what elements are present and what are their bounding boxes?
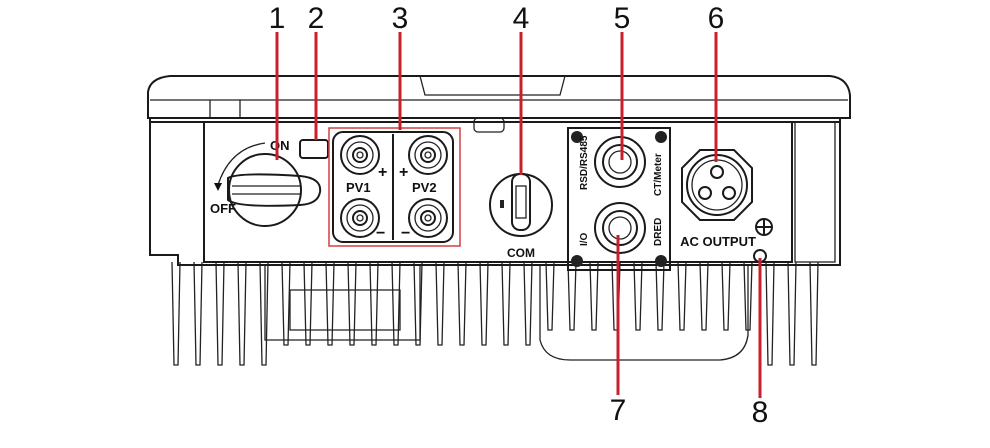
callout-number-6: 6	[708, 2, 725, 35]
fin	[259, 261, 269, 366]
pv-connector[interactable]	[408, 198, 448, 238]
ground-terminal[interactable]	[753, 218, 773, 263]
rsd-rs485-gland[interactable]	[594, 136, 646, 188]
callout-number-5: 5	[614, 2, 631, 35]
fin	[699, 261, 709, 331]
pv2-label: PV2	[412, 180, 437, 195]
fin	[171, 261, 181, 366]
fin	[413, 261, 423, 346]
fin	[655, 261, 665, 331]
ac-output-label: AC OUTPUT	[680, 234, 756, 249]
dc-switch[interactable]: ON OFF	[210, 138, 322, 227]
callout-number-8: 8	[752, 396, 769, 429]
latch	[299, 139, 329, 159]
fin	[281, 261, 291, 346]
fin	[787, 261, 797, 366]
callout-number-3: 3	[392, 2, 409, 35]
callout-number-1: 1	[269, 2, 286, 35]
dred-label: DRED	[653, 218, 664, 246]
fin	[721, 261, 731, 331]
fin	[435, 261, 445, 346]
pv-connector[interactable]	[340, 135, 380, 175]
fin	[215, 261, 225, 366]
ac-output-connector[interactable]: AC OUTPUT	[680, 149, 756, 249]
callout-number-2: 2	[308, 2, 325, 35]
pv-connector[interactable]	[408, 135, 448, 175]
fin	[501, 261, 511, 346]
fin	[193, 261, 203, 366]
fin	[567, 261, 577, 331]
pv2-minus: −	[401, 225, 410, 242]
fin	[589, 261, 599, 331]
io-dred-gland[interactable]	[594, 202, 646, 254]
com-port[interactable]: COM	[489, 173, 553, 260]
fin	[347, 261, 357, 346]
fin	[523, 261, 533, 346]
pv-connector[interactable]	[340, 198, 380, 238]
fin	[369, 261, 379, 346]
fin	[457, 261, 467, 346]
fin	[809, 261, 819, 366]
top-cover	[147, 75, 851, 119]
heatsink-fins	[171, 261, 819, 366]
callout-number-4: 4	[513, 2, 530, 35]
fin	[677, 261, 687, 331]
body	[149, 117, 841, 266]
on-label: ON	[270, 138, 290, 153]
com-label: COM	[507, 246, 535, 260]
heatsink-housing	[264, 265, 749, 361]
pv-terminals[interactable]: PV1 PV2 + + − −	[328, 127, 461, 247]
pv1-minus: −	[376, 225, 385, 242]
fin	[479, 261, 489, 346]
pv2-plus: +	[399, 164, 408, 181]
pv1-plus: +	[378, 164, 387, 181]
fin	[391, 261, 401, 346]
off-label: OFF	[210, 201, 236, 216]
fin	[237, 261, 247, 366]
fin	[545, 261, 555, 331]
fin	[325, 261, 335, 346]
pv1-label: PV1	[346, 180, 371, 195]
fin	[765, 261, 775, 366]
callout-number-7: 7	[610, 394, 627, 427]
rsd-label: RSD/RS485	[579, 135, 590, 190]
io-label: I/O	[579, 232, 590, 246]
fin	[633, 261, 643, 331]
fin	[303, 261, 313, 346]
ct-label: CT/Meter	[653, 153, 664, 196]
